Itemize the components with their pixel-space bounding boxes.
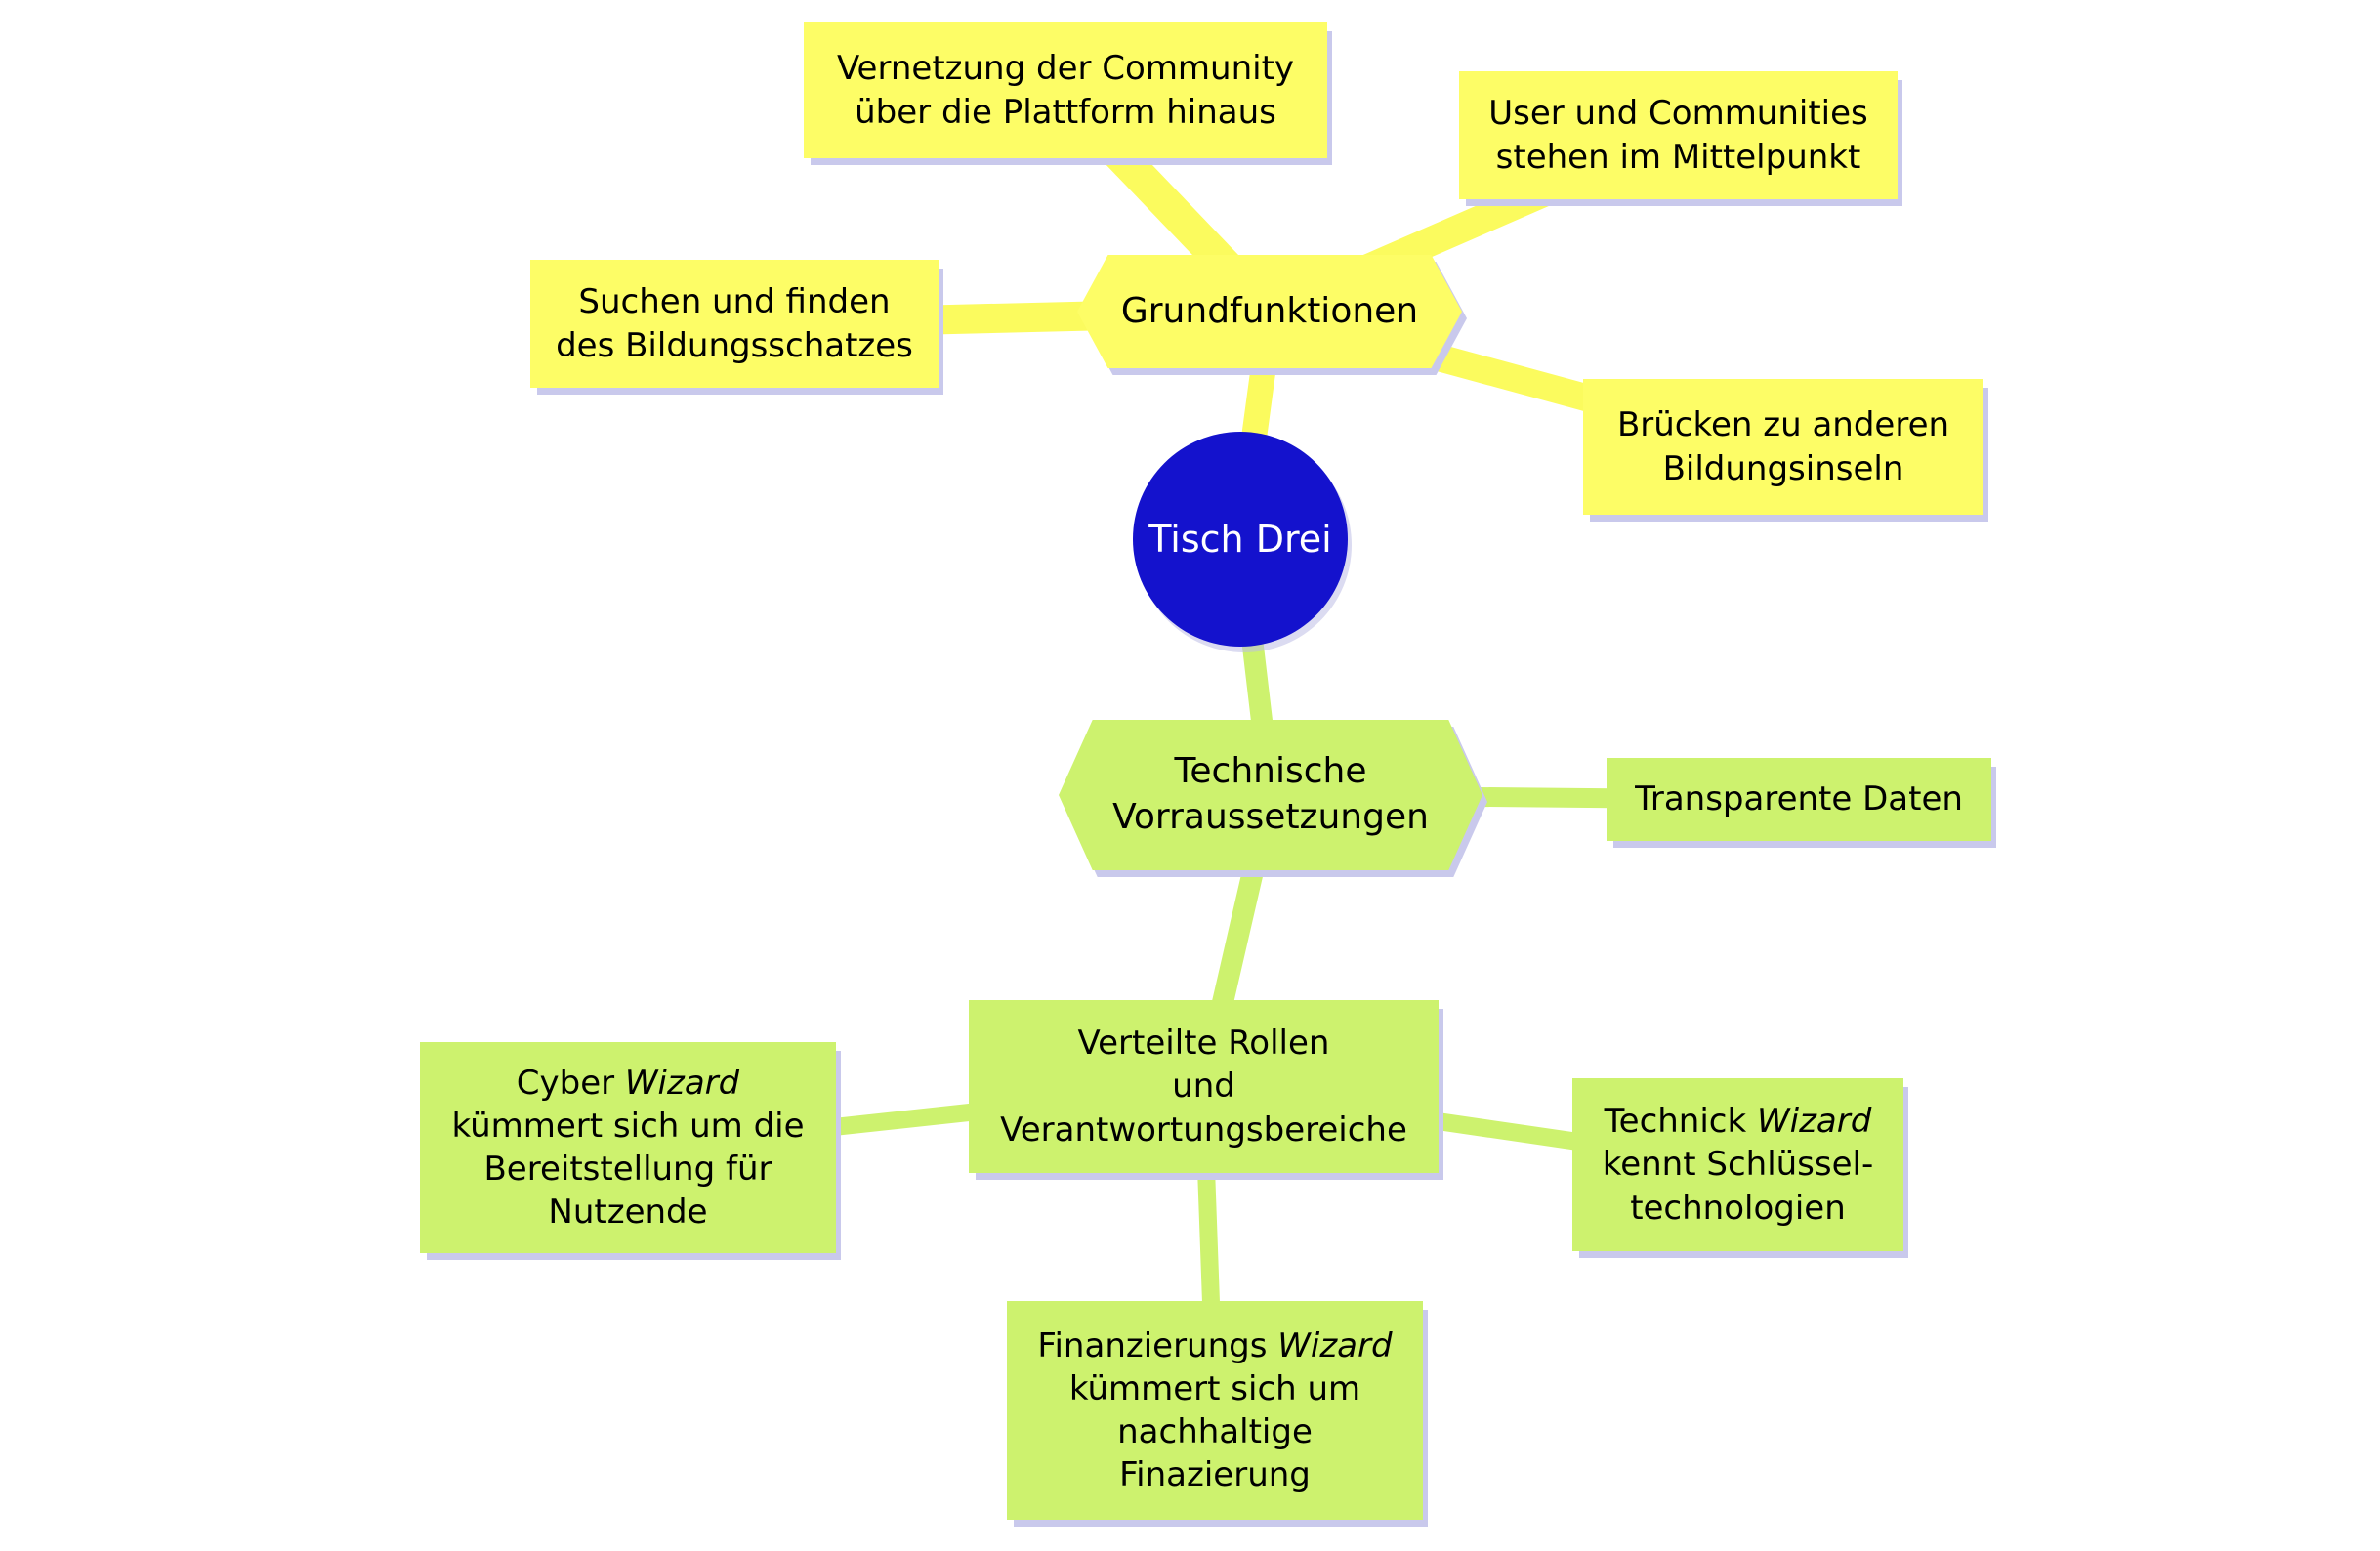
node-suchen[interactable]: Suchen und finden des Bildungsschatzes: [530, 260, 939, 388]
node-cyber-wizard[interactable]: Cyber Wizard kümmert sich um die Bereits…: [420, 1042, 836, 1253]
node-verteilte-label: Verteilte Rollen und Verantwortungsberei…: [1000, 1024, 1407, 1150]
node-technische[interactable]: Technische Vorraussetzungen: [1059, 720, 1482, 870]
node-suchen-label: Suchen und finden des Bildungsschatzes: [556, 282, 913, 365]
node-grundfunktionen[interactable]: Grundfunktionen: [1077, 255, 1462, 368]
node-root-label: Tisch Drei: [1148, 518, 1332, 561]
node-user-communities-label: User und Communities stehen im Mittelpun…: [1488, 94, 1868, 177]
node-finanzierungs-wizard-label: Finanzierungs Wizard kümmert sich um nac…: [1037, 1325, 1393, 1495]
node-technick-wizard[interactable]: Technick Wizard kennt Schlüssel- technol…: [1572, 1078, 1903, 1251]
node-technische-wrap: Technische Vorraussetzungen: [1059, 720, 1482, 870]
node-transparente-label: Transparente Daten: [1635, 779, 1963, 819]
node-vernetzung-label: Vernetzung der Community über die Plattf…: [836, 49, 1295, 132]
node-technick-wizard-label: Technick Wizard kennt Schlüssel- technol…: [1602, 1102, 1874, 1228]
node-transparente[interactable]: Transparente Daten: [1607, 758, 1991, 841]
node-bruecken-label: Brücken zu anderen Bildungsinseln: [1616, 405, 1950, 488]
node-bruecken[interactable]: Brücken zu anderen Bildungsinseln: [1583, 379, 1983, 515]
node-user-communities[interactable]: User und Communities stehen im Mittelpun…: [1459, 71, 1898, 199]
node-root[interactable]: Tisch Drei: [1133, 432, 1348, 647]
node-technische-label: Technische Vorraussetzungen: [1112, 751, 1429, 837]
node-vernetzung[interactable]: Vernetzung der Community über die Plattf…: [804, 22, 1327, 158]
node-grundfunktionen-label: Grundfunktionen: [1120, 290, 1419, 331]
node-verteilte[interactable]: Verteilte Rollen und Verantwortungsberei…: [969, 1000, 1439, 1173]
node-grundfunktionen-wrap: Grundfunktionen: [1077, 255, 1462, 368]
node-cyber-wizard-label: Cyber Wizard kümmert sich um die Bereits…: [451, 1063, 805, 1233]
node-finanzierungs-wizard[interactable]: Finanzierungs Wizard kümmert sich um nac…: [1007, 1301, 1423, 1520]
